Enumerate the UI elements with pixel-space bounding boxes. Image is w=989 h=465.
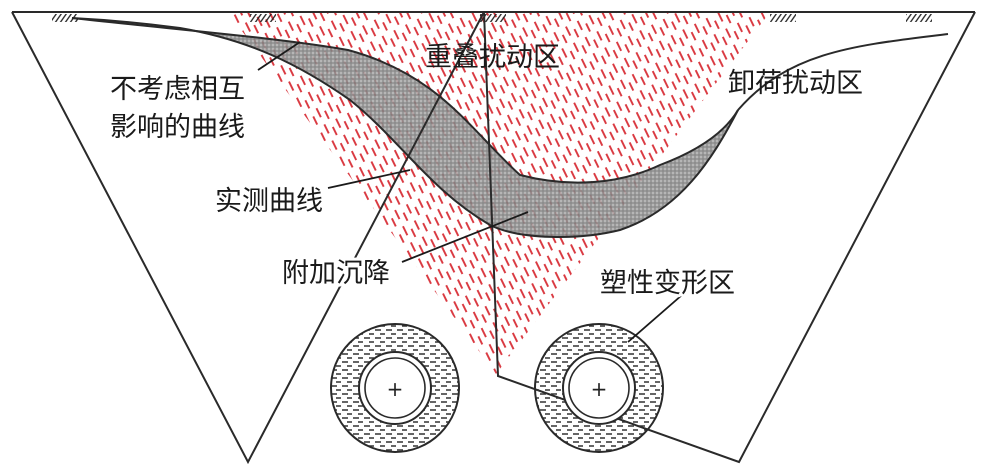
measured-curve-label: 实测曲线 xyxy=(215,186,323,217)
labels: 重叠扰动区 卸荷扰动区 不考虑相互 不考虑相互 影响的曲线 影响的曲线 实测曲线… xyxy=(107,42,863,302)
right-tunnel: + xyxy=(534,323,664,453)
additional-settlement-label: 附加沉降 xyxy=(282,258,390,289)
measured-curve xyxy=(71,17,739,238)
measured-label-halo: 实测曲线 xyxy=(215,186,323,217)
leader-plastic xyxy=(627,294,683,343)
plastic-label-halo: 塑性变形区 xyxy=(600,268,735,299)
overlap-zone-label: 重叠扰动区 xyxy=(425,42,560,73)
additional-settlement-band xyxy=(72,18,738,237)
left-tunnel: + xyxy=(330,323,460,453)
leader-additional xyxy=(401,211,529,263)
no-interaction-label-halo-2: 影响的曲线 xyxy=(110,112,245,143)
leader-no-interaction xyxy=(257,41,301,71)
no-interaction-label-line2: 影响的曲线 xyxy=(110,112,245,143)
right-tunnel-inner xyxy=(568,357,630,419)
no-interaction-label-halo-1: 不考虑相互 xyxy=(110,74,245,105)
unloading-zone-label: 卸荷扰动区 xyxy=(728,68,863,99)
plastic-zone-label: 塑性变形区 xyxy=(600,268,735,299)
leader-lines xyxy=(257,41,683,343)
no-interaction-label-line1: 不考虑相互 xyxy=(110,74,245,105)
left-tunnel-center-mark: + xyxy=(387,377,404,401)
curve-no-interaction xyxy=(71,17,739,184)
left-tunnel-inner xyxy=(364,357,426,419)
right-tunnel-center-mark: + xyxy=(591,377,608,401)
unloading-curve-right xyxy=(737,33,949,111)
additional-label-halo: 附加沉降 xyxy=(282,258,390,289)
left-influence-boundary xyxy=(11,11,485,465)
ground-hatch-marks xyxy=(52,14,932,22)
right-v-inner xyxy=(498,376,512,462)
leader-measured xyxy=(327,169,411,189)
